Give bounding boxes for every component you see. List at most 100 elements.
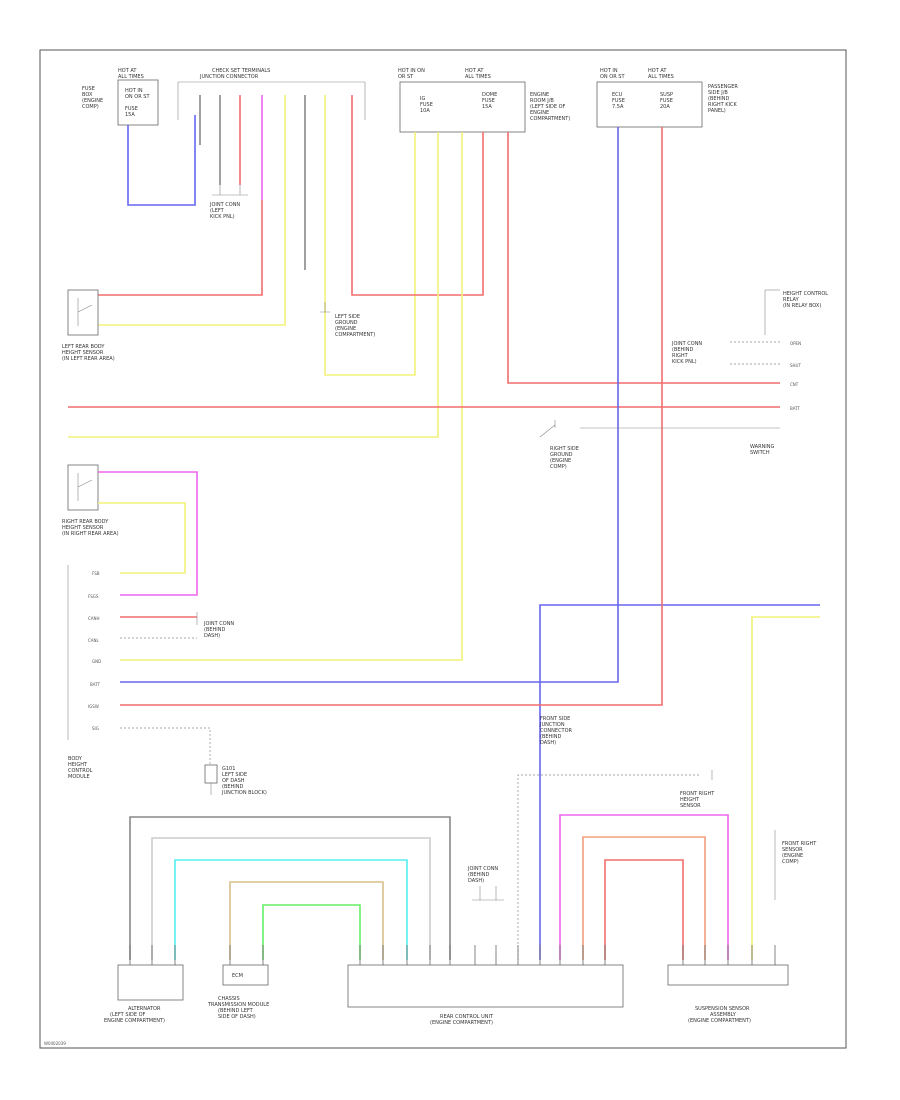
svg-text:(ENGINE COMPARTMENT): (ENGINE COMPARTMENT) — [688, 1018, 751, 1024]
svg-text:15A: 15A — [125, 112, 135, 118]
svg-text:HOT AT: HOT AT — [465, 68, 484, 74]
wire-yellow-right — [751, 616, 820, 960]
svg-text:FUSE: FUSE — [612, 98, 625, 104]
svg-text:HEIGHT: HEIGHT — [68, 762, 88, 768]
svg-text:ON OR ST: ON OR ST — [600, 74, 625, 80]
wire-red-loop — [604, 859, 684, 960]
wire-red-dome — [507, 132, 780, 384]
svg-text:ON OR ST: ON OR ST — [125, 94, 150, 100]
svg-text:ECU: ECU — [612, 92, 623, 98]
body-height-control-module: FSB FSGS CANH CANL GND BATT IGSW SIG BOD… — [67, 565, 101, 780]
ground-cluster-top: JOINT CONN (LEFT KICK PNL) — [209, 185, 248, 220]
wire-pink-loop — [559, 814, 729, 960]
svg-text:RIGHT REAR BODY: RIGHT REAR BODY — [62, 519, 109, 525]
svg-text:(ENGINE: (ENGINE — [82, 98, 103, 104]
svg-text:BODY: BODY — [68, 756, 83, 762]
svg-text:ENGINE: ENGINE — [530, 92, 549, 98]
svg-text:ALL TIMES: ALL TIMES — [118, 74, 144, 80]
svg-text:G101: G101 — [222, 766, 235, 772]
svg-text:(ENGINE COMPARTMENT): (ENGINE COMPARTMENT) — [430, 1020, 493, 1026]
front-right-height-sensor: FRONT SIDE JUNCTION CONNECTOR (BEHIND DA… — [539, 716, 715, 809]
svg-text:JUNCTION CONNECTOR: JUNCTION CONNECTOR — [199, 74, 259, 80]
svg-text:(BEHIND: (BEHIND — [672, 347, 694, 353]
svg-text:7.5A: 7.5A — [612, 104, 624, 110]
svg-text:SUSP: SUSP — [660, 92, 673, 98]
svg-text:10A: 10A — [420, 108, 430, 114]
svg-text:FRONT SIDE: FRONT SIDE — [540, 716, 570, 722]
junction-pin-drops — [90, 95, 484, 376]
svg-text:FUSE: FUSE — [482, 98, 495, 104]
svg-text:OF DASH: OF DASH — [222, 778, 245, 784]
svg-text:SENSOR: SENSOR — [782, 847, 803, 853]
svg-text:FUSE: FUSE — [125, 106, 138, 112]
svg-text:RIGHT: RIGHT — [672, 353, 689, 359]
svg-text:HEIGHT SENSOR: HEIGHT SENSOR — [62, 525, 104, 531]
right-sensor-callout: FRONT RIGHT SENSOR (ENGINE COMP) — [774, 830, 817, 900]
svg-text:ALL TIMES: ALL TIMES — [648, 74, 674, 80]
center-fuse-group: HOT IN ON OR ST HOT AT ALL TIMES IG FUSE… — [398, 68, 570, 133]
right-side-switch: RIGHT SIDE GROUND (ENGINE COMP) WARNING … — [539, 420, 780, 470]
svg-text:DASH): DASH) — [468, 878, 484, 884]
svg-text:PANEL): PANEL) — [708, 108, 726, 114]
bottom-ground: G101 LEFT SIDE OF DASH (BEHIND JUNCTION … — [204, 764, 267, 796]
junction-connector-header: CHECK SET TERMINALS JUNCTION CONNECTOR — [177, 68, 366, 120]
svg-text:COMPARTMENT): COMPARTMENT) — [530, 116, 570, 122]
svg-text:CANL: CANL — [88, 638, 100, 643]
svg-text:KICK PNL): KICK PNL) — [672, 359, 697, 365]
svg-text:(BEHIND LEFT: (BEHIND LEFT — [218, 1008, 254, 1014]
suspension-sensor-assembly: SUSPENSION SENSOR ASSEMBLY (ENGINE COMPA… — [667, 964, 789, 1024]
svg-text:RELAY: RELAY — [783, 297, 800, 303]
diagram-frame — [39, 49, 847, 1049]
svg-text:SIG: SIG — [92, 726, 99, 731]
svg-text:JOINT CONN: JOINT CONN — [671, 341, 702, 347]
joint-connector-bottom: JOINT CONN (BEHIND DASH) — [467, 866, 504, 901]
rear-control-unit: REAR CONTROL UNIT (ENGINE COMPARTMENT) — [347, 964, 624, 1026]
svg-text:JOINT CONN: JOINT CONN — [209, 202, 240, 208]
wire-cyan-loop — [174, 859, 408, 960]
wire-orange-loop — [582, 836, 706, 960]
wire-gray-loop-outer — [129, 816, 451, 960]
svg-text:CHECK SET TERMINALS: CHECK SET TERMINALS — [212, 68, 270, 74]
svg-text:SUSPENSION SENSOR: SUSPENSION SENSOR — [695, 1006, 750, 1012]
svg-text:(BEHIND: (BEHIND — [468, 872, 490, 878]
svg-text:LEFT SIDE: LEFT SIDE — [335, 314, 360, 320]
svg-text:SHUT: SHUT — [790, 363, 801, 368]
wire-gray-sig — [120, 727, 211, 765]
svg-text:ASSEMBLY: ASSEMBLY — [710, 1012, 737, 1018]
alternator-module: ALTERNATOR (LEFT SIDE OF ENGINE COMPARTM… — [104, 964, 184, 1024]
svg-text:ENGINE: ENGINE — [530, 110, 549, 116]
svg-text:FSB: FSB — [92, 571, 100, 576]
svg-text:OPEN: OPEN — [790, 341, 801, 346]
svg-text:SIDE OF DASH): SIDE OF DASH) — [218, 1014, 256, 1020]
svg-text:(IN LEFT REAR AREA): (IN LEFT REAR AREA) — [62, 356, 115, 362]
svg-text:FRONT RIGHT: FRONT RIGHT — [782, 841, 817, 847]
wire-blue-center — [539, 604, 820, 960]
svg-text:FUSE: FUSE — [82, 86, 95, 92]
svg-text:GND: GND — [92, 659, 101, 664]
svg-text:DASH): DASH) — [204, 633, 220, 639]
diagram-code-footer: W0402039 — [44, 1041, 66, 1046]
svg-text:IG: IG — [420, 96, 425, 102]
svg-text:ENGINE COMPARTMENT): ENGINE COMPARTMENT) — [104, 1018, 165, 1024]
svg-text:SWITCH: SWITCH — [750, 450, 770, 456]
wire-blue-ecu — [120, 127, 619, 683]
svg-text:SENSOR: SENSOR — [680, 803, 701, 809]
svg-text:20A: 20A — [660, 104, 670, 110]
svg-text:SIDE J/B: SIDE J/B — [708, 90, 728, 96]
svg-text:(BEHIND: (BEHIND — [222, 784, 244, 790]
svg-text:OR ST: OR ST — [398, 74, 414, 80]
svg-text:BOX: BOX — [82, 92, 93, 98]
svg-text:HEIGHT CONTROL: HEIGHT CONTROL — [783, 291, 828, 297]
right-rear-height-sensor: RIGHT REAR BODY HEIGHT SENSOR (IN RIGHT … — [62, 464, 119, 537]
right-fuse-group: HOT IN ON OR ST HOT AT ALL TIMES ECU FUS… — [596, 68, 738, 128]
svg-text:HOT AT: HOT AT — [118, 68, 137, 74]
svg-text:JOINT CONN: JOINT CONN — [467, 866, 498, 872]
svg-text:RIGHT KICK: RIGHT KICK — [708, 102, 737, 108]
svg-text:CONNECTOR: CONNECTOR — [540, 728, 573, 734]
bottom-pin-stubs — [129, 945, 776, 965]
svg-text:(ENGINE: (ENGINE — [550, 458, 571, 464]
svg-text:(LEFT SIDE OF: (LEFT SIDE OF — [530, 104, 566, 110]
svg-text:LEFT SIDE: LEFT SIDE — [222, 772, 247, 778]
svg-text:JUNCTION: JUNCTION — [539, 722, 565, 728]
